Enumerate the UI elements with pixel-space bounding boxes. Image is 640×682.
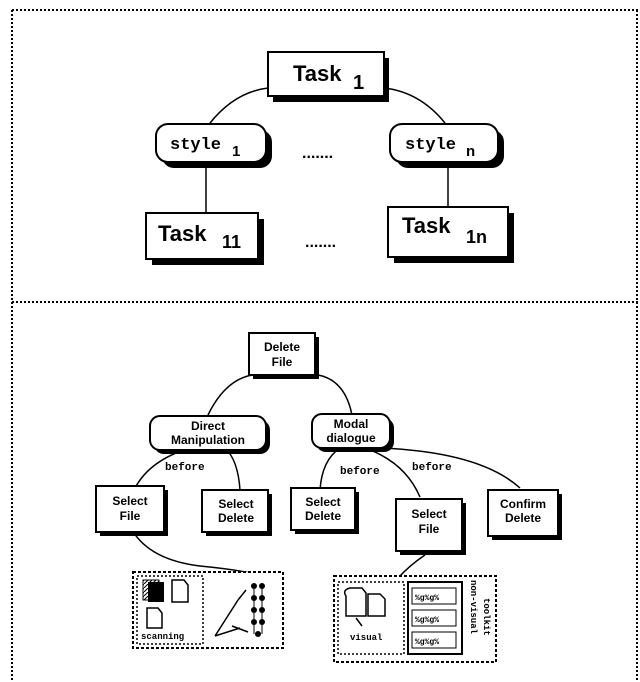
scanning-label: scanning: [141, 632, 184, 642]
before-label-mid: before: [340, 466, 380, 478]
connector: [131, 529, 263, 579]
connector: [383, 87, 446, 124]
visual-label: visual: [350, 633, 383, 643]
task-11-node: Task 11: [145, 212, 264, 265]
modal-dialogue-line1: Modal: [334, 417, 369, 431]
direct-manipulation-node: Direct Manipulation: [149, 415, 270, 454]
style-1-subscript: 1: [232, 143, 240, 160]
toolkit-panel: visual %g%g% %g%g% %g%g% non-visual tool…: [333, 575, 497, 663]
modal-dialogue-line2: dialogue: [326, 431, 376, 445]
delete-file-node: Delete File: [248, 332, 319, 379]
select-file-right-line2: File: [419, 522, 440, 536]
nonvisual-item-2: %g%g%: [415, 616, 439, 625]
direct-manipulation-line1: Direct: [191, 419, 225, 433]
before-label-right: before: [412, 462, 452, 474]
confirm-delete-line2: Delete: [505, 511, 541, 525]
tree-pointer-icon: [214, 583, 265, 637]
task-1n-node: Task 1n: [387, 206, 514, 263]
connector: [379, 447, 521, 489]
style-1-label: style: [170, 136, 221, 155]
style-n-label: style: [405, 136, 456, 155]
connector: [224, 447, 241, 491]
task-1n-subscript: 1n: [466, 227, 487, 247]
nonvisual-label: non-visual: [468, 580, 478, 635]
delete-file-line1: Delete: [264, 340, 300, 354]
task-1-subscript: 1: [353, 72, 364, 94]
bottom-section: Delete File Direct Manipulation Modal di…: [95, 332, 562, 663]
file-stack-icon: [142, 579, 189, 603]
frame: [11, 9, 638, 682]
select-delete-left-node: Select Delete: [201, 489, 272, 536]
direct-manipulation-line2: Manipulation: [171, 433, 245, 447]
connector: [319, 447, 341, 491]
ellipsis-upper: .......: [302, 145, 333, 162]
visual-files-icon: [343, 587, 386, 627]
select-file-right-node: Select File: [395, 498, 466, 555]
style-n-subscript: n: [466, 143, 475, 160]
top-section: Task 1 style 1 style n ....... Task 11 .…: [145, 51, 514, 265]
nonvisual-item-1: %g%g%: [415, 594, 439, 603]
select-delete-right-line2: Delete: [305, 509, 341, 523]
select-delete-right-node: Select Delete: [290, 487, 359, 534]
connector: [317, 374, 353, 416]
task-1-label: Task: [293, 61, 342, 86]
ellipsis-lower: .......: [305, 234, 336, 251]
nonvisual-item-3: %g%g%: [415, 638, 439, 647]
task-11-subscript: 11: [222, 232, 241, 252]
toolkit-label: toolkit: [481, 598, 491, 636]
delete-file-line2: File: [272, 355, 293, 369]
select-delete-left-line2: Delete: [218, 511, 254, 525]
task-11-label: Task: [158, 221, 207, 246]
file-icon: [146, 607, 163, 629]
style-1-node: style 1: [155, 123, 272, 168]
task-1-node: Task 1: [267, 51, 389, 102]
task-1n-label: Task: [402, 213, 451, 238]
connector: [397, 554, 426, 579]
confirm-delete-line1: Confirm: [500, 497, 546, 511]
select-delete-left-line1: Select: [218, 497, 253, 511]
connector: [207, 374, 253, 416]
select-file-left-line2: File: [120, 509, 141, 523]
select-file-right-line1: Select: [411, 507, 446, 521]
modal-dialogue-node: Modal dialogue: [311, 413, 394, 452]
connector: [209, 87, 269, 124]
select-file-left-line1: Select: [112, 494, 147, 508]
select-delete-right-line1: Select: [305, 495, 340, 509]
style-n-node: style n: [389, 123, 504, 168]
before-label-left: before: [165, 462, 205, 474]
confirm-delete-node: Confirm Delete: [487, 489, 562, 540]
scanning-panel: scanning: [132, 571, 284, 649]
select-file-left-node: Select File: [95, 485, 168, 536]
